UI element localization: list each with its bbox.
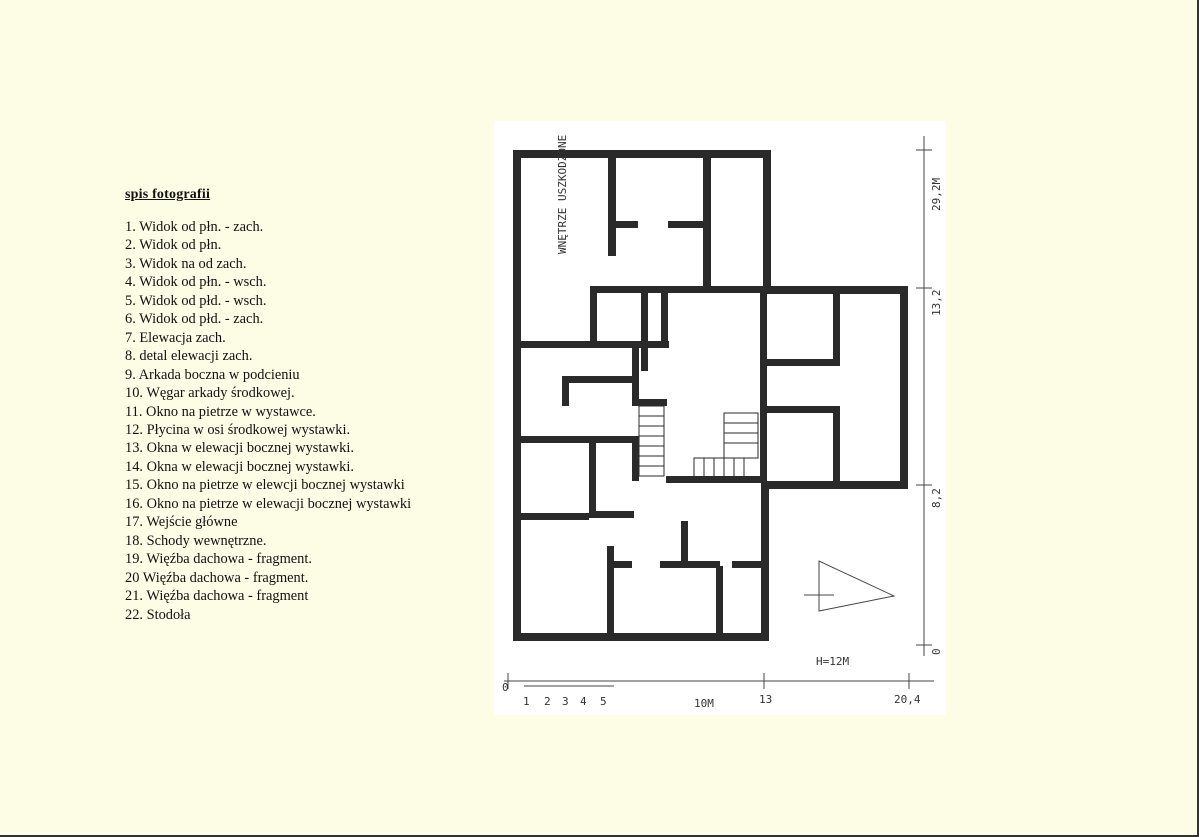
list-item: 3. Widok na od zach. [125,255,247,272]
floor-plan-walls [513,150,908,641]
list-item: 4. Widok od płn. - wsch. [125,274,267,291]
scale-label-10m: 10M [694,697,714,710]
list-item: 14. Okna w elewacji bocznej wystawki. [125,458,354,475]
scale-label-3: 3 [562,695,569,708]
list-item: 2. Widok od płn. [125,237,222,254]
photo-list-items: 1. Widok od płn. - zach. 2. Widok od płn… [125,218,465,624]
photo-list: spis fotografii 1. Widok od płn. - zach.… [125,187,465,624]
list-item: 18. Schody wewnętrzne. [125,532,267,549]
floor-plan-drawing: WNĘTRZE USZKODZONE H=12M 0 1 2 3 4 5 10M… [502,135,943,710]
list-item: 10. Węgar arkady środkowej. [125,385,295,402]
list-item: 21. Więźba dachowa - fragment [125,588,309,605]
photo-list-title: spis fotografii [125,187,211,202]
scale-label-13: 13 [759,693,772,706]
list-item: 17. Wejście główne [125,514,238,531]
scale-label-2: 2 [544,695,551,708]
list-item: 22. Stodoła [125,606,191,623]
staircase [638,405,759,479]
list-item: 12. Płycina w osi środkowej wystawki. [125,421,351,438]
list-item: 20 Więźba dachowa - fragment. [125,569,309,586]
list-item: 8. detal elewacji zach. [125,348,253,365]
dimension-lines [504,136,934,689]
scale-label-20-4: 20,4 [894,693,921,706]
list-item: 19. Więźba dachowa - fragment. [125,551,312,568]
scale-label-5: 5 [600,695,607,708]
height-label: H=12M [816,655,849,668]
dim-label-0: 0 [930,648,943,655]
scale-label-1: 1 [523,695,530,708]
list-item: 9. Arkada boczna w podcieniu [125,366,300,383]
handwritten-note: WNĘTRZE USZKODZONE [556,135,569,254]
list-item: 16. Okno na pietrze w elewacji bocznej w… [125,495,412,512]
list-item: 1. Widok od płn. - zach. [125,219,264,235]
scale-label-0: 0 [502,681,509,694]
list-item: 11. Okno na pietrze w wystawce. [125,403,316,420]
scale-label-4: 4 [580,695,587,708]
floor-plan-sheet: WNĘTRZE USZKODZONE H=12M 0 1 2 3 4 5 10M… [494,121,946,715]
list-item: 15. Okno na pietrze w elewcji bocznej wy… [125,477,405,494]
list-item: 7. Elewacja zach. [125,329,226,346]
dim-label-13-2: 13,2 [930,290,943,317]
dim-label-29-2m: 29,2M [930,178,943,211]
list-item: 6. Widok od płd. - zach. [125,311,264,328]
list-item: 5. Widok od płd. - wsch. [125,292,267,309]
list-item: 13. Okna w elewacji bocznej wystawki. [125,440,354,457]
dim-label-8-2: 8,2 [930,488,943,508]
